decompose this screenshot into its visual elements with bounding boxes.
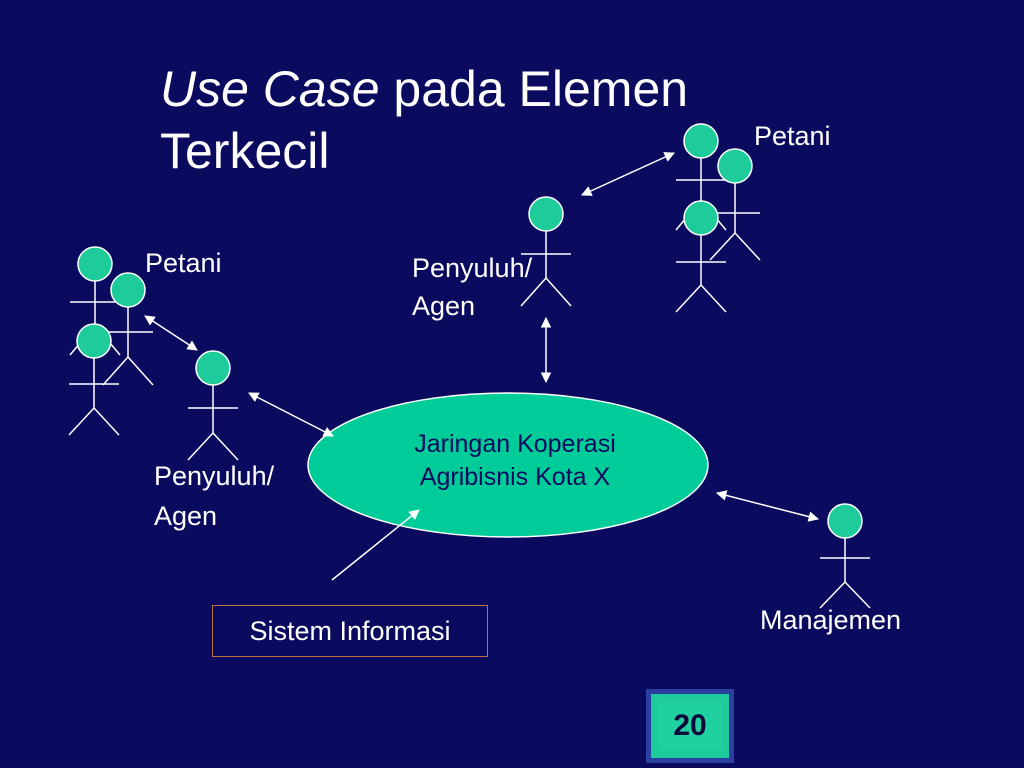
use-case-label: Jaringan Koperasi Agribisnis Kota X: [330, 428, 700, 494]
use-case-ellipse: [307, 392, 709, 538]
page-number-badge: 20: [646, 689, 734, 763]
actor-petani-top-2: [709, 148, 761, 261]
sistem-informasi-box: Sistem Informasi: [212, 605, 488, 657]
arrow-petani-penyuluh-left: [144, 315, 198, 351]
label-penyuluh-left-line2: Agen: [154, 501, 218, 531]
page-number: 20: [658, 702, 722, 750]
title-line2: Terkecil: [160, 123, 330, 179]
label-penyuluh-left-line1: Penyuluh/: [154, 461, 275, 491]
label-petani-left: Petani: [145, 248, 222, 278]
use-case-label-line2: Agribisnis Kota X: [419, 463, 611, 491]
actor-manajemen: [819, 503, 871, 609]
use-case-label-line1: Jaringan Koperasi: [414, 430, 616, 458]
label-petani-top: Petani: [754, 121, 831, 151]
title-rest: pada Elemen: [379, 61, 689, 117]
label-manajemen: Manajemen: [760, 605, 902, 635]
label-penyuluh-top-line2: Agen: [412, 291, 476, 321]
actor-penyuluh-left: [187, 350, 239, 461]
slide-title: Use Case pada Elemen Terkecil: [160, 58, 688, 182]
actor-petani-left-3: [68, 323, 120, 436]
label-penyuluh-top-line1: Penyuluh/: [412, 253, 533, 283]
arrow-penyuluh-top-petani: [581, 152, 675, 196]
actor-penyuluh-top: [520, 196, 572, 307]
arrow-usecase-manajemen: [715, 490, 820, 522]
arrow-penyuluh-left-usecase: [248, 392, 334, 437]
actor-petani-top-3: [675, 200, 727, 313]
title-italic: Use Case: [160, 61, 380, 117]
arrow-sistem-informasi-usecase: [331, 509, 420, 581]
actor-petani-left-2: [102, 272, 154, 386]
